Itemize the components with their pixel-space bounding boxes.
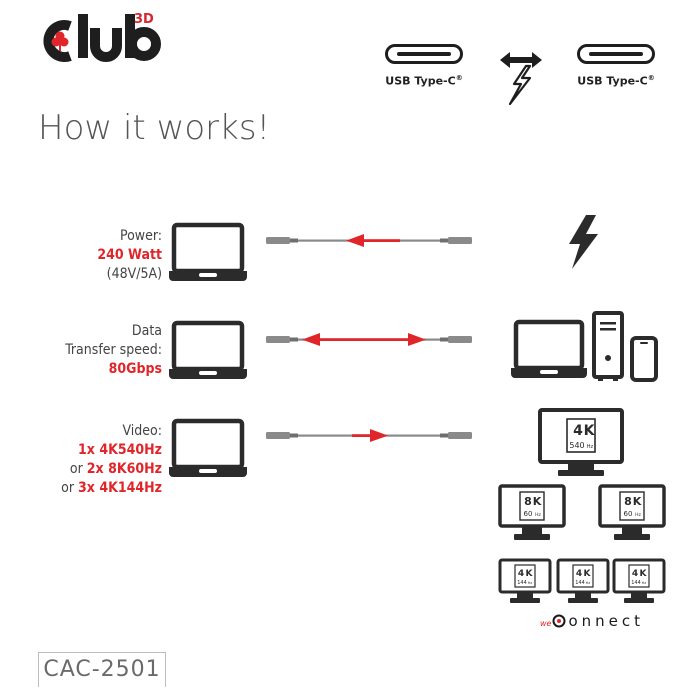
laptop-icon [168, 222, 248, 284]
power-spec: (48V/5A) [106, 266, 162, 282]
cable-power-arrow-left [266, 231, 472, 249]
port-left-label: USB Type-C® [385, 74, 463, 88]
monitor-hz: 144 [517, 580, 527, 586]
monitor-8k-60hz: 8 K 60 Hz [498, 484, 566, 548]
monitor-hz-unit: Hz [535, 512, 541, 518]
cable-data-arrow-both [266, 330, 472, 348]
power-label: Power: 240 Watt (48V/5A) [97, 227, 162, 284]
weconnect-prefix: we [540, 619, 552, 628]
usb-c-port-icon [385, 44, 463, 64]
video-label: Video: 1x 4K540Hz or 2x 8K60Hz or 3x 4K1… [61, 422, 162, 498]
port-right-label: USB Type-C® [577, 74, 655, 88]
weconnect-logo: we onnect [540, 612, 644, 630]
page-title: How it works! [38, 108, 271, 148]
connect-c-icon [552, 614, 566, 628]
cable-video-arrow-right [266, 426, 472, 444]
logo-superscript: 3D [134, 12, 154, 27]
club3d-logo [40, 10, 170, 66]
video-option-2: or 2x 8K60Hz [69, 461, 162, 477]
monitor-hz-unit: Hz [642, 581, 647, 585]
data-value: 80Gbps [108, 361, 162, 377]
monitor-k: K [584, 569, 592, 579]
monitor-k: K [633, 495, 642, 508]
monitor-k: K [533, 495, 542, 508]
usb-c-port-icon [577, 44, 655, 64]
monitor-8k-60hz: 8 K 60 Hz [598, 484, 666, 548]
monitor-k: K [584, 423, 596, 439]
monitor-res: 4 [518, 569, 524, 579]
monitor-hz-unit: Hz [586, 581, 591, 585]
monitor-4k-540hz: 4 K 540 Hz [538, 408, 624, 484]
power-value: 240 Watt [97, 247, 162, 263]
monitor-hz: 540 [569, 441, 584, 450]
monitor-res: 4 [576, 569, 582, 579]
monitor-4k-144hz: 4 K 144 Hz [498, 558, 552, 610]
monitor-hz-unit: Hz [528, 581, 533, 585]
monitor-k: K [640, 569, 648, 579]
weconnect-word: onnect [568, 612, 645, 630]
power-title: Power: [119, 228, 162, 244]
thunder-bolt-icon [566, 214, 600, 274]
monitor-hz: 60 [524, 510, 533, 518]
data-subtitle: Transfer speed: [65, 342, 162, 358]
video-title: Video: [122, 423, 162, 439]
monitor-hz: 144 [631, 580, 641, 586]
devices-icon [510, 310, 662, 386]
video-option-1: 1x 4K540Hz [78, 442, 162, 458]
monitor-hz-unit: Hz [635, 512, 641, 518]
monitor-res: 8 [524, 495, 532, 508]
laptop-icon [168, 418, 248, 480]
laptop-icon [168, 320, 248, 382]
product-code: CAC-2501 [38, 652, 166, 687]
data-title: Data [131, 323, 162, 339]
port-right: USB Type-C® [574, 44, 658, 88]
monitor-k: K [526, 569, 534, 579]
video-option-3: or 3x 4K144Hz [61, 480, 162, 496]
monitor-res: 8 [624, 495, 632, 508]
port-left: USB Type-C® [382, 44, 466, 88]
monitor-4k-144hz: 4 K 144 Hz [556, 558, 610, 610]
bidirectional-thunder-icon [496, 42, 546, 110]
monitor-res: 4 [573, 423, 583, 439]
monitor-hz: 144 [575, 580, 585, 586]
monitor-hz: 60 [624, 510, 633, 518]
club3d-logo-mark [43, 14, 161, 62]
monitor-hz-unit: Hz [587, 444, 594, 450]
data-label: Data Transfer speed: 80Gbps [65, 322, 162, 379]
monitor-res: 4 [632, 569, 638, 579]
monitor-4k-144hz: 4 K 144 Hz [612, 558, 666, 610]
